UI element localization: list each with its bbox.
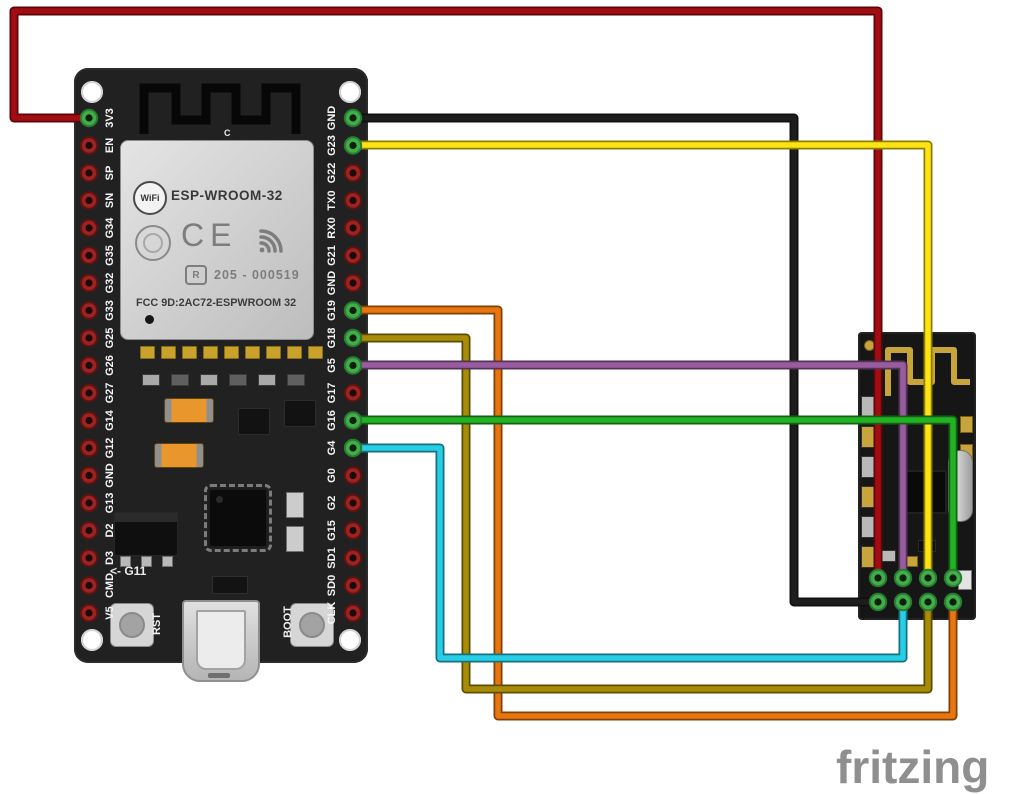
sot23-transistor bbox=[238, 408, 270, 435]
nrf-pcb-antenna-icon bbox=[885, 347, 970, 396]
rst-button-label: RST bbox=[151, 613, 163, 635]
tantalum-capacitor bbox=[164, 398, 214, 423]
smd-component bbox=[918, 540, 936, 552]
module-name-label: ESP-WROOM-32 bbox=[171, 188, 283, 203]
smd-capacitor bbox=[861, 486, 876, 508]
mounting-hole bbox=[81, 81, 103, 103]
esp32-rf-shield: WiFi ESP-WROOM-32 CE R 205 - 000519 FCC … bbox=[120, 140, 314, 340]
smd-capacitor bbox=[861, 546, 876, 568]
gold-via bbox=[864, 340, 875, 351]
wire-black[interactable] bbox=[348, 113, 883, 607]
shield-dot bbox=[145, 315, 154, 324]
wire-purple[interactable] bbox=[348, 360, 908, 583]
boot-button-label: BOOT bbox=[282, 606, 294, 638]
crystal-oscillator bbox=[948, 450, 973, 522]
esp32-pcb-antenna-icon bbox=[139, 83, 301, 134]
smd-resistor bbox=[861, 396, 876, 418]
smd-components-row bbox=[142, 374, 305, 386]
wire-yellow[interactable] bbox=[348, 140, 933, 583]
nrf-transceiver-chip bbox=[903, 470, 947, 514]
cert-logo-icon bbox=[135, 225, 171, 261]
wifi-brand-logo: WiFi bbox=[133, 181, 167, 215]
silk-label-c: C bbox=[224, 128, 231, 138]
smd-resistor bbox=[861, 456, 876, 478]
esp32-devkit-board[interactable]: C WiFi ESP-WROOM-32 CE R 205 - 000519 FC… bbox=[74, 68, 368, 682]
smd-inductor bbox=[212, 576, 248, 594]
silk-label-g11: <- G11 bbox=[110, 564, 147, 578]
smd-component bbox=[876, 550, 896, 562]
smd-capacitor bbox=[286, 492, 304, 518]
mounting-hole bbox=[81, 629, 103, 651]
gold-pad bbox=[960, 416, 973, 433]
smd-capacitor bbox=[286, 526, 304, 552]
mounting-hole bbox=[339, 81, 361, 103]
voltage-regulator bbox=[114, 512, 178, 556]
usb-uart-chip bbox=[204, 484, 272, 552]
smd-component bbox=[958, 570, 972, 590]
regulatory-number: R 205 - 000519 bbox=[185, 265, 300, 285]
smd-capacitor bbox=[861, 426, 876, 448]
micro-usb-connector bbox=[182, 600, 260, 682]
fritzing-watermark: fritzing bbox=[836, 741, 990, 793]
wire-olive[interactable] bbox=[348, 333, 933, 694]
tantalum-capacitor bbox=[154, 443, 204, 468]
smd-component bbox=[902, 556, 918, 567]
nrf24l01-module-board[interactable] bbox=[858, 332, 976, 620]
mounting-hole bbox=[339, 629, 361, 651]
module-castellation-pads bbox=[140, 346, 323, 359]
fcc-id-label: FCC 9D:2AC72-ESPWROOM 32 bbox=[136, 297, 297, 309]
sot23-transistor bbox=[284, 400, 316, 427]
r-mark: R bbox=[185, 265, 207, 285]
wire-cyan[interactable] bbox=[348, 443, 908, 663]
rf-waves-icon bbox=[259, 229, 283, 253]
rst-button[interactable] bbox=[110, 603, 154, 647]
smd-resistor bbox=[861, 516, 876, 538]
ce-mark: CE bbox=[181, 217, 238, 253]
boot-button[interactable] bbox=[290, 603, 334, 647]
